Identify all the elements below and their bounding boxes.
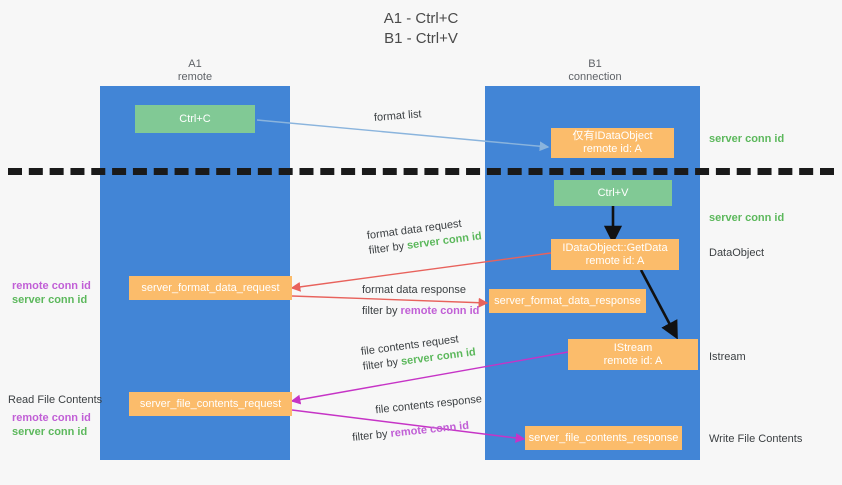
node-server-format-data-request[interactable]: server_format_data_request — [129, 276, 292, 300]
edge-label-file-contents-request: file contents request filter by server c… — [360, 330, 477, 375]
annotation-right-istream: Istream — [709, 351, 746, 363]
node-idataobject-getdata-sub: remote id: A — [585, 254, 645, 267]
phase-divider — [8, 168, 834, 175]
annotation-right-write-file-contents: Write File Contents — [709, 433, 803, 445]
node-server-format-data-request-label: server_format_data_request — [141, 281, 280, 294]
annotation-left-remote-conn-id-2: remote conn id — [12, 412, 91, 424]
node-ctrl-v[interactable]: Ctrl+V — [554, 180, 672, 206]
node-idataobject-getdata[interactable]: IDataObject::GetData remote id: A — [551, 239, 679, 270]
title-line-1: A1 - Ctrl+C — [383, 10, 459, 27]
filter-prefix-3: filter by — [362, 355, 402, 373]
edge-label-format-list: format list — [373, 108, 422, 124]
column-b1-sub: connection — [568, 71, 622, 83]
node-ctrl-v-label: Ctrl+V — [597, 186, 629, 199]
edge-label-format-data-response-main: format data response — [362, 284, 466, 296]
filter-value-remote-conn-id-1: remote conn id — [400, 305, 480, 317]
filter-prefix-4: filter by — [351, 427, 392, 444]
node-server-file-contents-response-label: server_file_contents_response — [528, 431, 679, 444]
node-idataobject-title: 仅有IDataObject — [572, 130, 653, 142]
annotation-right-server-conn-id-mid: server conn id — [709, 212, 785, 224]
filter-value-remote-conn-id-2: remote conn id — [389, 419, 470, 440]
annotation-left-server-conn-id-1: server conn id — [12, 294, 88, 306]
node-ctrl-c[interactable]: Ctrl+C — [135, 105, 255, 133]
node-istream-title: IStream — [613, 341, 653, 354]
title-line-2: B1 - Ctrl+V — [384, 30, 458, 47]
node-ctrl-c-label: Ctrl+C — [179, 112, 211, 125]
node-server-format-data-response-label: server_format_data_response — [494, 294, 641, 307]
node-server-format-data-response[interactable]: server_format_data_response — [489, 289, 646, 313]
column-header-b1: B1 connection — [515, 58, 675, 84]
column-a1-name: A1 — [188, 58, 202, 70]
node-server-file-contents-response[interactable]: server_file_contents_response — [525, 426, 682, 450]
edge-label-format-data-request: format data request filter by server con… — [366, 214, 483, 259]
node-idataobject-getdata-title: IDataObject::GetData — [562, 241, 668, 254]
column-b1-name: B1 — [588, 58, 602, 70]
edge-label-file-contents-response-main: file contents response — [374, 393, 483, 417]
node-server-file-contents-request[interactable]: server_file_contents_request — [129, 392, 292, 416]
filter-prefix-1: filter by — [368, 239, 408, 257]
annotation-right-dataobject: DataObject — [709, 247, 765, 259]
filter-prefix-2: filter by — [362, 305, 401, 317]
column-header-a1: A1 remote — [115, 58, 275, 84]
page-title: A1 - Ctrl+C B1 - Ctrl+V — [0, 9, 842, 49]
node-server-file-contents-request-label: server_file_contents_request — [139, 397, 282, 410]
node-istream[interactable]: IStream remote id: A — [568, 339, 698, 370]
edge-label-file-contents-response-filter: filter by remote conn id — [352, 417, 486, 446]
annotation-left-server-conn-id-2: server conn id — [12, 426, 88, 438]
annotation-left-remote-conn-id-1: remote conn id — [12, 280, 91, 292]
annotation-right-server-conn-id-top: server conn id — [709, 133, 785, 145]
column-a1-sub: remote — [177, 71, 213, 83]
node-istream-sub: remote id: A — [603, 354, 663, 367]
edge-label-file-contents-response: file contents response filter by remote … — [349, 392, 485, 446]
annotation-left-read-file-contents: Read File Contents — [8, 394, 103, 406]
node-idataobject-sub: remote id: A — [583, 143, 642, 155]
node-idataobject[interactable]: 仅有IDataObject remote id: A — [551, 128, 674, 158]
edge-label-format-data-response-filter: filter by remote conn id — [362, 304, 479, 319]
edge-label-format-data-response: format data response filter by remote co… — [362, 283, 479, 319]
